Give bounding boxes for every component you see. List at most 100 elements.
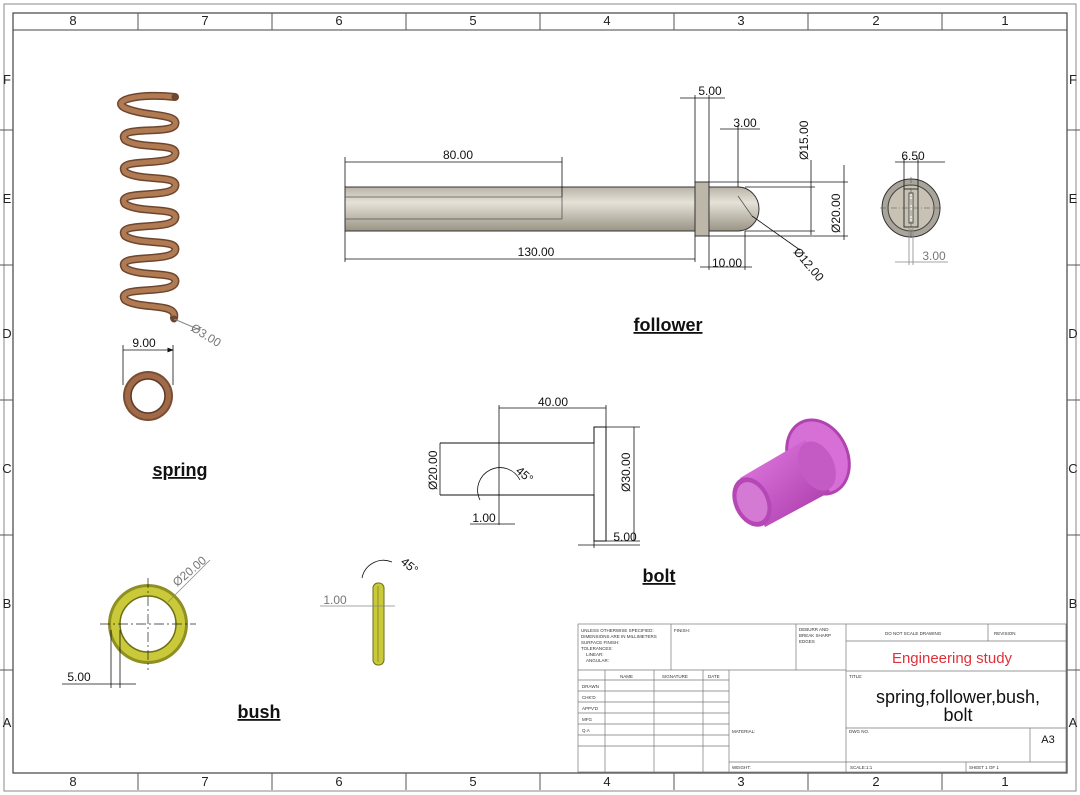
tb-col-signature: SIGNATURE: [662, 674, 688, 679]
zone-labels-bottom: 8 7 6 5 4 3 2 1: [69, 774, 1008, 789]
zone-row-f: F: [3, 72, 11, 87]
follower-dim-130: 130.00: [518, 245, 555, 259]
tb-revision: REVISION: [994, 631, 1016, 636]
zone-row-f-right: F: [1069, 72, 1077, 87]
spring-end-view: [123, 371, 173, 421]
tb-note-1: DIMENSIONS ARE IN MILLIMETERS: [581, 634, 657, 639]
bolt-dim-dia30: Ø30.00: [619, 452, 633, 492]
spring-dia-leader: [173, 318, 201, 331]
tb-note-4: LINEAR:: [586, 652, 604, 657]
zone-col-8: 8: [69, 13, 76, 28]
bolt-dim-40: 40.00: [538, 395, 568, 409]
zone-row-e: E: [3, 191, 12, 206]
follower-dim-dia15: Ø15.00: [797, 120, 811, 160]
zone-col-2-bottom: 2: [872, 774, 879, 789]
zone-col-7-bottom: 7: [201, 774, 208, 789]
tb-row-mfg: MFG: [582, 717, 592, 722]
bolt-3d-render: [732, 418, 851, 527]
spring-title: spring: [152, 460, 207, 480]
follower-end-view: [880, 177, 942, 239]
spring-coil: [117, 91, 180, 323]
follower-view: 80.00 130.00 5.00 3.00 Ø15.00 Ø20.00 10.…: [344, 84, 948, 335]
zone-row-b: B: [3, 596, 12, 611]
tb-deburr-2: EDGES: [799, 639, 815, 644]
title-block-text: UNLESS OTHERWISE SPECIFIED: DIMENSIONS A…: [581, 627, 1055, 770]
bolt-view: 40.00 Ø20.00 Ø30.00 45° 1.00 5.00 bolt: [426, 395, 851, 586]
bush-view: Ø20.00 5.00 1.00 45° bush: [62, 553, 421, 722]
bolt-angle-arc: [477, 467, 521, 501]
tb-row-drawn: DRAWN: [582, 684, 599, 689]
follower-dim-end3: 3.00: [922, 249, 946, 263]
bush-title: bush: [238, 702, 281, 722]
tb-note-3: TOLERANCES:: [581, 646, 613, 651]
zone-col-5: 5: [469, 13, 476, 28]
follower-dim-80: 80.00: [443, 148, 473, 162]
title-block: [577, 623, 1067, 773]
zone-labels-right: F E D C B A: [1068, 72, 1077, 730]
zone-col-6: 6: [335, 13, 342, 28]
zone-col-6-bottom: 6: [335, 774, 342, 789]
tb-col-date: DATE: [708, 674, 720, 679]
bush-dim-45: 45°: [398, 555, 421, 578]
zone-row-d: D: [2, 326, 11, 341]
tb-company: Engineering study: [892, 650, 1013, 667]
tb-note-0: UNLESS OTHERWISE SPECIFIED:: [581, 628, 654, 633]
zone-col-2: 2: [872, 13, 879, 28]
follower-shaft: [344, 186, 696, 232]
tb-row-chkd: CHK'D: [582, 695, 596, 700]
bolt-profile: [440, 426, 607, 542]
tb-deburr-0: DEBURR AND: [799, 627, 829, 632]
zone-row-c-right: C: [1068, 461, 1077, 476]
zone-col-5-bottom: 5: [469, 774, 476, 789]
tb-title-line1: spring,follower,bush,: [876, 687, 1040, 707]
tb-title-line2: bolt: [943, 705, 972, 725]
follower-dim-650: 6.50: [901, 149, 925, 163]
tb-col-name: NAME: [620, 674, 633, 679]
bush-dim-1: 1.00: [323, 593, 347, 607]
zone-labels-left: F E D C B A: [2, 72, 11, 730]
zone-ticks: [0, 13, 1080, 790]
zone-col-3: 3: [737, 13, 744, 28]
bush-dim-5: 5.00: [67, 670, 91, 684]
follower-dim-10: 10.00: [712, 256, 742, 270]
tb-note-2: SURFACE FINISH:: [581, 640, 620, 645]
bolt-dim-5: 5.00: [613, 530, 637, 544]
tb-row-qa: Q.A: [582, 728, 590, 733]
zone-col-7: 7: [201, 13, 208, 28]
tb-sheet: SHEET 1 OF 1: [969, 765, 999, 770]
bush-angle-arc: [361, 559, 393, 579]
follower-dim-5: 5.00: [698, 84, 722, 98]
bolt-title: bolt: [643, 566, 676, 586]
zone-labels-top: 8 7 6 5 4 3 2 1: [69, 13, 1008, 28]
bush-front-view: [100, 578, 196, 670]
zone-col-1-bottom: 1: [1001, 774, 1008, 789]
bush-dim-dia20: Ø20.00: [170, 553, 209, 589]
zone-row-a-right: A: [1069, 715, 1078, 730]
tb-size: A3: [1041, 734, 1054, 746]
tb-row-appvd: APPV'D: [582, 706, 599, 711]
tb-note-5: ANGULAR:: [586, 658, 609, 663]
follower-dim-dia20: Ø20.00: [829, 193, 843, 233]
tb-material: MATERIAL:: [732, 729, 755, 734]
spring-width-label: 9.00: [132, 336, 156, 350]
tb-dwg-no: DWG NO.: [849, 729, 869, 734]
tb-weight: WEIGHT:: [732, 765, 751, 770]
zone-row-b-right: B: [1069, 596, 1078, 611]
bolt-dim-dia20: Ø20.00: [426, 450, 440, 490]
zone-col-8-bottom: 8: [69, 774, 76, 789]
bush-side-view: [372, 582, 385, 666]
tb-title-label: TITLE:: [849, 674, 863, 679]
zone-col-1: 1: [1001, 13, 1008, 28]
zone-col-4: 4: [603, 13, 610, 28]
follower-collar: [694, 181, 710, 237]
spring-wire-dia-label: Ø3.00: [188, 321, 223, 350]
spring-view: Ø3.00 9.00 spring: [117, 91, 224, 480]
zone-col-3-bottom: 3: [737, 774, 744, 789]
zone-col-4-bottom: 4: [603, 774, 610, 789]
tb-scale: SCALE:1:1: [850, 765, 873, 770]
tb-finish: FINISH:: [674, 628, 690, 633]
bolt-dim-1: 1.00: [472, 511, 496, 525]
zone-row-c: C: [2, 461, 11, 476]
zone-row-e-right: E: [1069, 191, 1078, 206]
